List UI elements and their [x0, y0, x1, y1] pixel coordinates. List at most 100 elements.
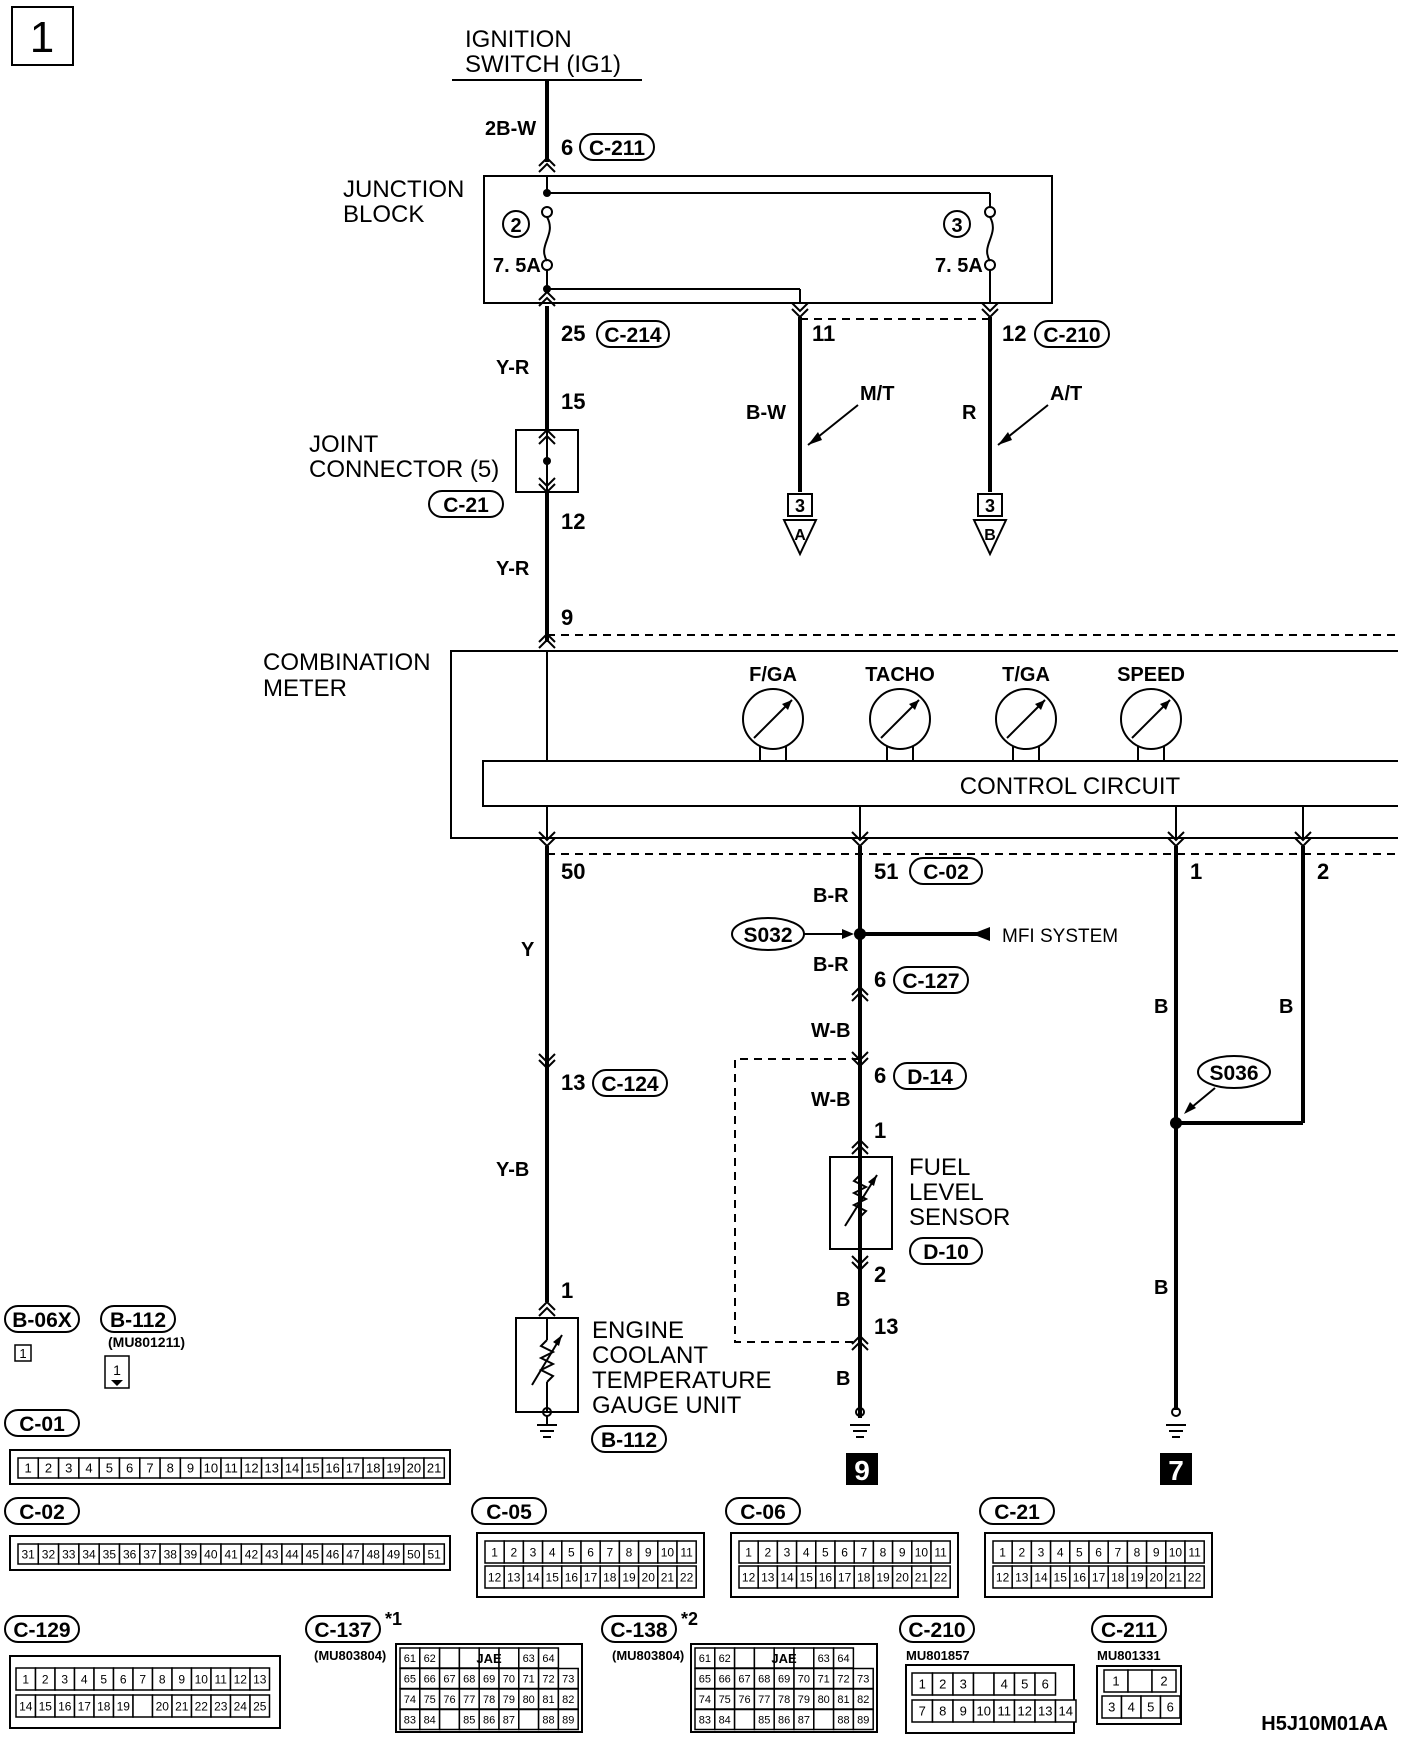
pin-cell	[733, 1708, 756, 1731]
pin-number: 4	[85, 1461, 92, 1476]
pin-number: 88	[542, 1714, 554, 1726]
combination-meter: COMBINATION METER 9 CONTROL CIRCUIT	[263, 605, 1398, 839]
pin-cell	[793, 1647, 815, 1669]
pin-number: 2	[45, 1461, 52, 1476]
pin-number: 8	[880, 1545, 887, 1559]
pin-number: 77	[463, 1694, 475, 1706]
pin-number: 2	[764, 1545, 771, 1559]
joint-connector: JOINT CONNECTOR (5) C-21	[309, 428, 579, 518]
view-b112-title: B-112	[110, 1309, 166, 1332]
pin-cell	[676, 1540, 697, 1564]
gauge-temp: T/GA	[995, 664, 1057, 761]
pin-number: 13	[253, 1672, 267, 1686]
pin-12: 12	[1002, 321, 1026, 346]
pin-cell	[930, 1540, 951, 1564]
pin-number: 84	[424, 1714, 436, 1726]
pin-number: 81	[837, 1694, 849, 1706]
pin-number: 2	[1018, 1545, 1025, 1559]
pin-number: 14	[780, 1570, 794, 1584]
junction-block: JUNCTION BLOCK 2 7. 5A 3 7. 5A	[343, 175, 1053, 304]
pin-number: 12	[488, 1570, 502, 1584]
pin-number: 10	[195, 1672, 209, 1686]
pin-number: 22	[680, 1570, 694, 1584]
pin-number: 62	[424, 1653, 436, 1665]
pin-number: 82	[857, 1694, 869, 1706]
pin-number: 21	[1169, 1570, 1183, 1584]
wire-color-y: Y	[521, 939, 535, 961]
pin-2-fuel: 2	[874, 1262, 886, 1287]
pin-number: 79	[503, 1694, 515, 1706]
view-c210-title: C-210	[908, 1619, 965, 1642]
pin-number: 15	[1054, 1570, 1068, 1584]
splice-s036: S036	[1209, 1062, 1258, 1085]
pin-number: 81	[542, 1694, 554, 1706]
pin-number: 12	[234, 1672, 248, 1686]
pin-number: 4	[1001, 1677, 1008, 1692]
pin-number: 8	[167, 1461, 174, 1476]
pin-number: 86	[483, 1714, 495, 1726]
pin-number: 47	[346, 1547, 360, 1561]
pin-number: 8	[1134, 1545, 1141, 1559]
wire-color-wb-1: W-B	[811, 1020, 851, 1042]
jae-label: JAE	[771, 1651, 797, 1666]
fuel-path: B-R S032 MFI SYSTEM B-R 6 C-127 W-B 6 D-…	[731, 846, 1118, 1486]
pin-number: 15	[39, 1699, 53, 1713]
pin-number: 3	[65, 1461, 72, 1476]
pin-number: 19	[117, 1699, 131, 1713]
pin-cell	[813, 1708, 835, 1731]
pin-number: 31	[21, 1547, 35, 1561]
view-c138-note: *2	[681, 1609, 698, 1629]
pin-number: 21	[427, 1461, 441, 1476]
pin-number: 3	[530, 1545, 537, 1559]
pin-number: 2	[1160, 1674, 1167, 1689]
pin-number: 6	[1095, 1545, 1102, 1559]
pin-number: 13	[265, 1461, 279, 1476]
junction-block-label-1: JUNCTION	[343, 176, 464, 203]
pin-number: 6	[120, 1672, 127, 1686]
pin-cell	[557, 1708, 579, 1731]
pin-number: 85	[463, 1714, 475, 1726]
pin-number: 20	[1150, 1570, 1164, 1584]
pin-cell	[1184, 1565, 1205, 1589]
pin-cell	[438, 1647, 461, 1669]
pin-number: 16	[58, 1699, 72, 1713]
pin-cell	[972, 1672, 995, 1696]
pin-number: 46	[326, 1547, 340, 1561]
pin-number: 21	[661, 1570, 675, 1584]
coolant-label-4: GAUGE UNIT	[592, 1392, 742, 1419]
pin-number: 64	[837, 1653, 849, 1665]
pin-number: 3	[1038, 1545, 1045, 1559]
pin-number: 17	[1092, 1570, 1106, 1584]
wire-color-bw: B-W	[746, 402, 786, 424]
pin-number: 68	[758, 1673, 770, 1685]
pin-number: 7	[919, 1704, 926, 1719]
wire-color-br-1: B-R	[813, 885, 849, 907]
pin-number: 5	[1147, 1700, 1154, 1715]
pin-cell	[249, 1694, 271, 1718]
pin-number: 42	[245, 1547, 259, 1561]
pin-number: 17	[78, 1699, 92, 1713]
view-c137-title: C-137	[314, 1619, 371, 1642]
pin-number: 77	[758, 1694, 770, 1706]
pin-number: 69	[778, 1673, 790, 1685]
pin-number: 84	[719, 1714, 731, 1726]
pin-number: 72	[542, 1673, 554, 1685]
pin-number: 11	[1188, 1545, 1201, 1559]
wire-color-yr-1: Y-R	[496, 357, 530, 379]
pin-number: 10	[1169, 1545, 1183, 1559]
fuse-3-rating: 7. 5A	[935, 255, 983, 277]
pin-number: 9	[187, 1461, 194, 1476]
pin-number: 4	[549, 1545, 556, 1559]
pin-number: 15	[800, 1570, 814, 1584]
fuse-3-number: 3	[951, 215, 962, 237]
pin-cell	[498, 1647, 520, 1669]
pin-cell	[1034, 1672, 1057, 1696]
pin-number: 20	[642, 1570, 656, 1584]
pin-number: 11	[680, 1545, 693, 1559]
pin-cell	[1184, 1540, 1205, 1564]
pin-number: 7	[139, 1672, 146, 1686]
pin-number: 3	[784, 1545, 791, 1559]
